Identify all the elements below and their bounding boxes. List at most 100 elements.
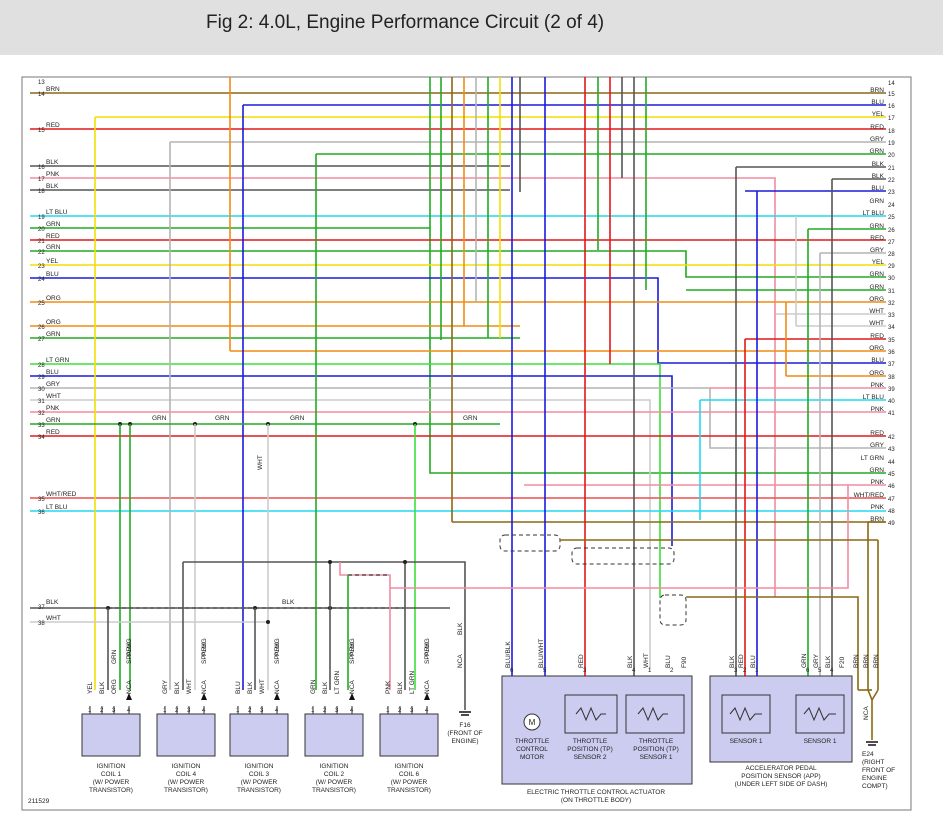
right-wire-number: 49 [888,521,895,527]
right-wire-label: BLU [871,357,884,364]
coil-wire-label: WHT [259,679,266,694]
right-wire-number: 24 [888,203,895,209]
right-wire-number: 14 [888,81,895,87]
throttle-wire-label: BLU [665,655,672,668]
left-wire-number: 22 [38,250,45,256]
throttle-motor-label: CONTROL [516,746,548,753]
right-wire-label: BRN [870,516,884,523]
app-wire-label: F20 [839,656,846,668]
left-wire-number: 27 [38,337,45,343]
coil-pin-number: 4 [275,708,279,714]
wire-brn-e24e [871,689,879,701]
right-wire-label: WHT [869,308,884,315]
wire-grn-22 [30,250,886,278]
left-wire-label: BLK [46,599,59,606]
throttle-pin-number: 2 [670,668,674,674]
app-sensor-box [709,675,853,763]
app-pin-number: 4 [830,668,834,674]
right-wire-number: 32 [888,301,895,307]
e24-nca-label: NCA [863,706,870,720]
right-wire-number: 22 [888,178,895,184]
left-wire-label: LT BLU [46,504,68,511]
coil-pin-number: 3 [335,708,339,714]
resistor-symbol [729,706,762,722]
left-wire-label: WHT [46,615,61,622]
left-wire-number: 18 [38,189,45,195]
left-wire-label: PNK [46,405,60,412]
right-wire-number: 42 [888,435,895,441]
right-wire-number: 16 [888,104,895,110]
app-wire-label: BLU [750,655,757,668]
app-wire-label: BLK [825,655,832,668]
right-wire-number: 48 [888,509,895,515]
throttle-wire-label: BLK [627,655,634,668]
ignition-coil-box [156,713,216,757]
left-wire-label: GRN [46,244,61,251]
right-wire-label: BLU [871,185,884,192]
coil-wire-label: BLK [174,681,181,694]
wire-ltgrn-28 [30,363,661,598]
nca-label: NCA [457,654,464,668]
wire-layer [30,77,886,740]
coil-wire-label: ORG [111,679,118,694]
throttle-motor-label: THROTTLE [515,738,550,745]
coil-wire-label: NCA [126,680,133,694]
right-wire-label: ORG [869,370,884,377]
left-wire-label: LT GRN [46,357,70,364]
throttle-actuator-name: (ON THROTTLE BODY) [561,797,631,804]
app-wire-label: BLK [729,655,736,668]
spark-plug-arrow [424,693,430,700]
coil-top-label: GRN [111,649,118,664]
tp-sensor2-label: POSITION (TP) [567,746,613,753]
left-wire-number: 20 [38,227,45,233]
shield-ellipse [659,594,687,626]
ground-e24-label: (RIGHT [862,759,884,766]
ground-e24-label: COMPT) [862,783,888,790]
ignition-coil-name: (W/ POWER [93,779,130,786]
splice-label: GRN [215,415,230,422]
app-pin-number: 1 [755,668,759,674]
left-wire-number: 19 [38,215,45,221]
left-wire-number: 29 [38,375,45,381]
left-wire-label: GRN [46,331,61,338]
coil-pin-number: 4 [425,708,429,714]
right-wire-number: 25 [888,215,895,221]
left-wire-label: GRN [46,221,61,228]
coil-wire-label: PNK [385,680,392,694]
left-wire-label: GRY [46,381,61,388]
tp-sensor2-label: SENSOR 2 [574,754,607,761]
right-wire-number: 46 [888,484,895,490]
throttle-actuator-box [501,675,693,785]
coil-pin-number: 2 [323,708,327,714]
left-wire-number: 15 [38,128,45,134]
wire-blu-29 [30,375,673,546]
left-wire-number: 28 [38,363,45,369]
left-wire-label: BLU [46,369,59,376]
right-wire-number: 44 [888,460,895,466]
blk-nca-label: BLK [457,622,464,635]
left-wire-number: 17 [38,177,45,183]
throttle-wire-label: RED [578,654,585,668]
ignition-coil-name: TRANSISTOR) [387,787,431,794]
right-wire-label: RED [870,235,884,242]
ignition-coil-box [379,713,439,757]
coil-wire-label: LT GRN [334,670,341,694]
coil-top-label: SPARK [424,642,431,664]
left-wire-number: 35 [38,497,45,503]
right-wire-label: RED [870,430,884,437]
ignition-coil-name: IGNITION [395,763,424,770]
app-sensor-b-box [795,694,845,734]
spark-plug-arrow [126,693,132,700]
coil-top-label: PLUG [424,638,431,656]
ignition-coil-name: IGNITION [245,763,274,770]
right-wire-label: ORG [869,345,884,352]
left-wire-number: 13 [38,80,45,86]
wht-vertical-label: WHT [257,455,264,470]
tp-sensor2-box [564,694,618,734]
right-wire-label: PNK [871,406,885,413]
ignition-coil-box [229,713,289,757]
throttle-pin-number: 4 [632,668,636,674]
coil-wire-label: BLK [397,681,404,694]
resistor-symbol [637,706,668,722]
